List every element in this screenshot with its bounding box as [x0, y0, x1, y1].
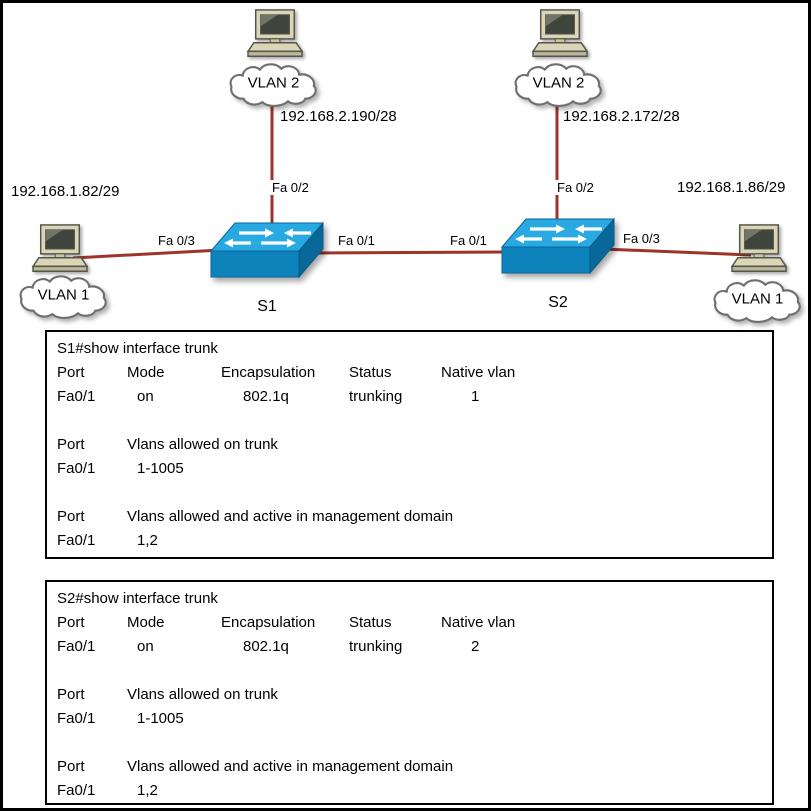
allowed-header-port: Port — [57, 686, 85, 703]
switch-icon-s2 — [496, 211, 620, 283]
pc-icon-top-left — [246, 8, 304, 62]
active-port: Fa0/1 — [57, 532, 96, 549]
link-s2-pc-right — [602, 247, 752, 257]
pc-icon-right — [730, 223, 788, 277]
allowed-vlans: 1-1005 — [137, 710, 184, 727]
port-label-s1-fa03: Fa 0/3 — [156, 233, 197, 248]
cloud-label-top-right: VLAN 2 — [532, 74, 585, 92]
trunk-status: trunking — [349, 638, 403, 655]
link-trunk-s1-s2 — [312, 250, 509, 255]
col-header-encapsulation: Encapsulation — [221, 614, 316, 631]
col-header-port: Port — [57, 364, 85, 381]
switch-label-s2: S2 — [548, 294, 568, 311]
vlan-cloud-right: VLAN 1 — [709, 277, 806, 325]
trunk-mode: on — [137, 638, 154, 655]
trunk-encapsulation: 802.1q — [243, 388, 289, 405]
trunk-port: Fa0/1 — [57, 638, 96, 655]
allowed-vlans: 1-1005 — [137, 460, 184, 477]
vlan-cloud-top-right: VLAN 2 — [510, 61, 607, 109]
trunk-port: Fa0/1 — [57, 388, 96, 405]
active-header-port: Port — [57, 758, 85, 775]
link-lines-layer — [72, 99, 752, 260]
port-label-s2-fa01: Fa 0/1 — [448, 233, 489, 248]
pc-icon-left — [31, 223, 89, 277]
col-header-status: Status — [349, 364, 392, 381]
active-vlans: 1,2 — [137, 782, 158, 799]
ip-label-right: 192.168.1.86/29 — [677, 179, 786, 196]
link-pc-left-s1 — [72, 248, 222, 260]
col-header-native-vlan: Native vlan — [441, 614, 516, 631]
active-header-label: Vlans allowed and active in management d… — [127, 508, 454, 525]
active-header-label: Vlans allowed and active in management d… — [127, 758, 454, 775]
col-header-status: Status — [349, 614, 392, 631]
ip-label-top-left: 192.168.2.190/28 — [280, 108, 397, 125]
switch-icon-s1 — [205, 215, 329, 287]
console-title: S1#show interface trunk — [57, 340, 218, 357]
port-label-s1-fa02: Fa 0/2 — [270, 180, 311, 195]
port-label-s2-fa02: Fa 0/2 — [555, 180, 596, 195]
active-vlans: 1,2 — [137, 532, 158, 549]
vlan-cloud-left: VLAN 1 — [15, 273, 112, 321]
vlan-cloud-top-left: VLAN 2 — [225, 61, 322, 109]
port-label-s1-fa01: Fa 0/1 — [336, 233, 377, 248]
allowed-port: Fa0/1 — [57, 460, 96, 477]
cloud-label-left: VLAN 1 — [37, 286, 90, 304]
allowed-port: Fa0/1 — [57, 710, 96, 727]
cloud-label-right: VLAN 1 — [731, 290, 784, 308]
col-header-port: Port — [57, 614, 85, 631]
pc-icon-top-right — [531, 8, 589, 62]
console-output-s1: S1#show interface trunk Port Mode Encaps… — [45, 330, 774, 559]
ip-label-top-right: 192.168.2.172/28 — [563, 108, 680, 125]
trunk-status: trunking — [349, 388, 403, 405]
col-header-native-vlan: Native vlan — [441, 364, 516, 381]
col-header-mode: Mode — [127, 364, 165, 381]
col-header-mode: Mode — [127, 614, 165, 631]
allowed-header-port: Port — [57, 436, 85, 453]
trunk-mode: on — [137, 388, 154, 405]
trunk-native-vlan: 1 — [471, 388, 480, 405]
port-label-s2-fa03: Fa 0/3 — [621, 231, 662, 246]
console-title: S2#show interface trunk — [57, 590, 218, 607]
console-output-s2: S2#show interface trunk Port Mode Encaps… — [45, 580, 774, 805]
ip-label-left: 192.168.1.82/29 — [11, 183, 120, 200]
col-header-encapsulation: Encapsulation — [221, 364, 316, 381]
active-header-port: Port — [57, 508, 85, 525]
allowed-header-label: Vlans allowed on trunk — [127, 436, 278, 453]
trunk-encapsulation: 802.1q — [243, 638, 289, 655]
trunk-native-vlan: 2 — [471, 638, 480, 655]
active-port: Fa0/1 — [57, 782, 96, 799]
allowed-header-label: Vlans allowed on trunk — [127, 686, 278, 703]
switch-label-s1: S1 — [257, 298, 277, 315]
cloud-label-top-left: VLAN 2 — [247, 74, 300, 92]
